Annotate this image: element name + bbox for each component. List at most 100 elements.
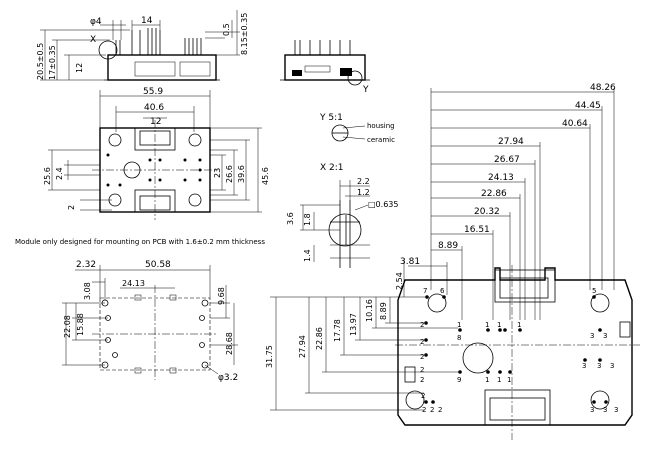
detail-y: Y 5:1 housing ceramic — [319, 113, 395, 144]
pin-number: 6 — [440, 287, 445, 295]
detail-x-title: X 2:1 — [320, 163, 344, 173]
dim-22-86: 22.86 — [481, 189, 507, 199]
pin-numbers: 7 6 2 2 1 8 1 2 9 1 3 3 5 3 3 3 3 3 3 2 … — [420, 287, 618, 414]
dim-40-64: 40.64 — [562, 119, 588, 129]
detail-x-1-8: 1.8 — [303, 213, 312, 226]
pin-layout-left-dims: 2.54 8.89 10.16 13.97 17.78 22.86 27.9 — [265, 260, 458, 411]
side-label-phi4: φ4 — [90, 17, 102, 27]
top-label-26-6: 26.6 — [225, 165, 234, 183]
top-label-45-6: 45.6 — [261, 167, 270, 185]
pcb-label-phi3-2: φ3.2 — [218, 373, 238, 383]
detail-y-housing: housing — [367, 122, 395, 130]
pin-number: 2 — [430, 406, 434, 414]
top-label-25-6: 25.6 — [43, 167, 52, 185]
pin-number: 8 — [457, 334, 461, 342]
side-label-12: 12 — [75, 63, 84, 73]
mounting-note: Module only designed for mounting on PCB… — [15, 238, 265, 246]
end-label-y: Y — [362, 85, 369, 95]
dim-27-94: 27.94 — [498, 137, 524, 147]
dim-27-94-v: 27.94 — [298, 335, 307, 358]
pin-number: 3 — [603, 406, 607, 414]
side-view-pins — [115, 28, 202, 55]
pin-dots — [424, 295, 608, 404]
pcb-label-2-32: 2.32 — [76, 260, 96, 270]
dim-13-97: 13.97 — [349, 313, 358, 336]
side-label-17: 17±0.35 — [48, 45, 57, 80]
pin-number: 2 — [420, 338, 424, 346]
dim-16-51: 16.51 — [464, 225, 490, 235]
detail-y-title: Y 5:1 — [319, 113, 343, 123]
detail-y-ceramic: ceramic — [367, 136, 395, 144]
pin-number: 3 — [614, 406, 618, 414]
side-view: X φ4 14 0.5 8.15±0.35 20.5±0.5 17±0.35 1… — [36, 10, 249, 81]
pcb-view: 2.32 50.58 3.08 24.13 9.68 15.88 22.08 2… — [62, 260, 238, 383]
pin-layout-top-dims: 48.26 44.45 40.64 27.94 26.67 24.13 22.8… — [400, 83, 616, 320]
pin-number: 3 — [597, 362, 601, 370]
pin-number: 3 — [603, 332, 607, 340]
pin-number: 2 — [421, 392, 425, 400]
pcb-label-15-88: 15.88 — [76, 313, 85, 336]
pin-number: 3 — [582, 362, 586, 370]
top-label-39-6: 39.6 — [237, 165, 246, 183]
side-label-8-15: 8.15±0.35 — [240, 13, 249, 55]
pin-number: 2 — [420, 366, 424, 374]
pin-number: 1 — [507, 376, 511, 384]
dim-24-13: 24.13 — [488, 173, 514, 183]
pin-number: 1 — [485, 321, 489, 329]
pin-number: 7 — [423, 287, 427, 295]
side-label-0-5: 0.5 — [222, 23, 231, 36]
pin-number: 3 — [610, 362, 614, 370]
pin-number: 2 — [420, 321, 424, 329]
top-label-55-9: 55.9 — [143, 87, 163, 97]
dim-22-86-v: 22.86 — [315, 327, 324, 350]
pin-number: 9 — [457, 376, 461, 384]
end-view: Y — [280, 40, 370, 95]
side-label-20-5: 20.5±0.5 — [36, 43, 45, 80]
pin-number: 1 — [517, 321, 521, 329]
side-label-14: 14 — [141, 16, 153, 26]
pin-number: 5 — [592, 287, 596, 295]
dim-48-26: 48.26 — [590, 83, 616, 93]
pin-number: 1 — [497, 321, 501, 329]
top-label-40-6: 40.6 — [144, 103, 164, 113]
pin-number: 2 — [438, 406, 442, 414]
top-label-23: 23 — [213, 168, 222, 178]
pcb-label-50-58: 50.58 — [145, 260, 171, 270]
detail-x-0-635: □0.635 — [368, 200, 398, 209]
pin-number: 2 — [420, 376, 424, 384]
pcb-label-22-08: 22.08 — [63, 315, 72, 338]
top-label-12: 12 — [150, 117, 161, 127]
pin-layout: 7 6 2 2 1 8 1 2 9 1 3 3 5 3 3 3 3 3 3 2 … — [265, 83, 640, 440]
top-view: 55.9 40.6 12 25.6 2.4 2 23 26.6 39.6 — [43, 87, 270, 220]
pin-number: 2 — [422, 406, 426, 414]
detail-x-1-4: 1.4 — [303, 249, 312, 262]
detail-y-marker — [347, 70, 363, 86]
dim-10-16: 10.16 — [365, 299, 374, 322]
dim-8-89-v: 8.89 — [379, 302, 388, 320]
pcb-label-28-68: 28.68 — [225, 332, 234, 355]
pin-number: 1 — [497, 376, 501, 384]
detail-x-1-2: 1.2 — [357, 188, 370, 197]
top-label-2-4: 2.4 — [55, 167, 64, 180]
top-label-2: 2 — [67, 205, 76, 210]
dim-2-54: 2.54 — [395, 272, 404, 290]
dim-8-89: 8.89 — [438, 241, 458, 251]
detail-x-3-6: 3.6 — [286, 212, 295, 225]
pin-number: 3 — [590, 332, 594, 340]
pin-number: 1 — [485, 376, 489, 384]
detail-x: X 2:1 2.2 1.2 □0.635 3.6 1.8 1.4 — [286, 163, 398, 268]
dim-3-81: 3.81 — [400, 257, 420, 267]
dim-20-32: 20.32 — [474, 207, 500, 217]
pin-number: 2 — [420, 353, 424, 361]
top-view-pins — [106, 153, 202, 187]
dim-31-75: 31.75 — [265, 345, 274, 368]
pcb-label-9-68: 9.68 — [217, 287, 226, 305]
dim-44-45: 44.45 — [575, 101, 601, 111]
dim-17-78: 17.78 — [333, 319, 342, 342]
pcb-label-24-13: 24.13 — [122, 279, 145, 288]
detail-x-2-2: 2.2 — [357, 177, 370, 186]
dim-26-67: 26.67 — [494, 155, 520, 165]
pcb-label-3-08: 3.08 — [83, 282, 92, 300]
pin-number: 1 — [457, 321, 461, 329]
